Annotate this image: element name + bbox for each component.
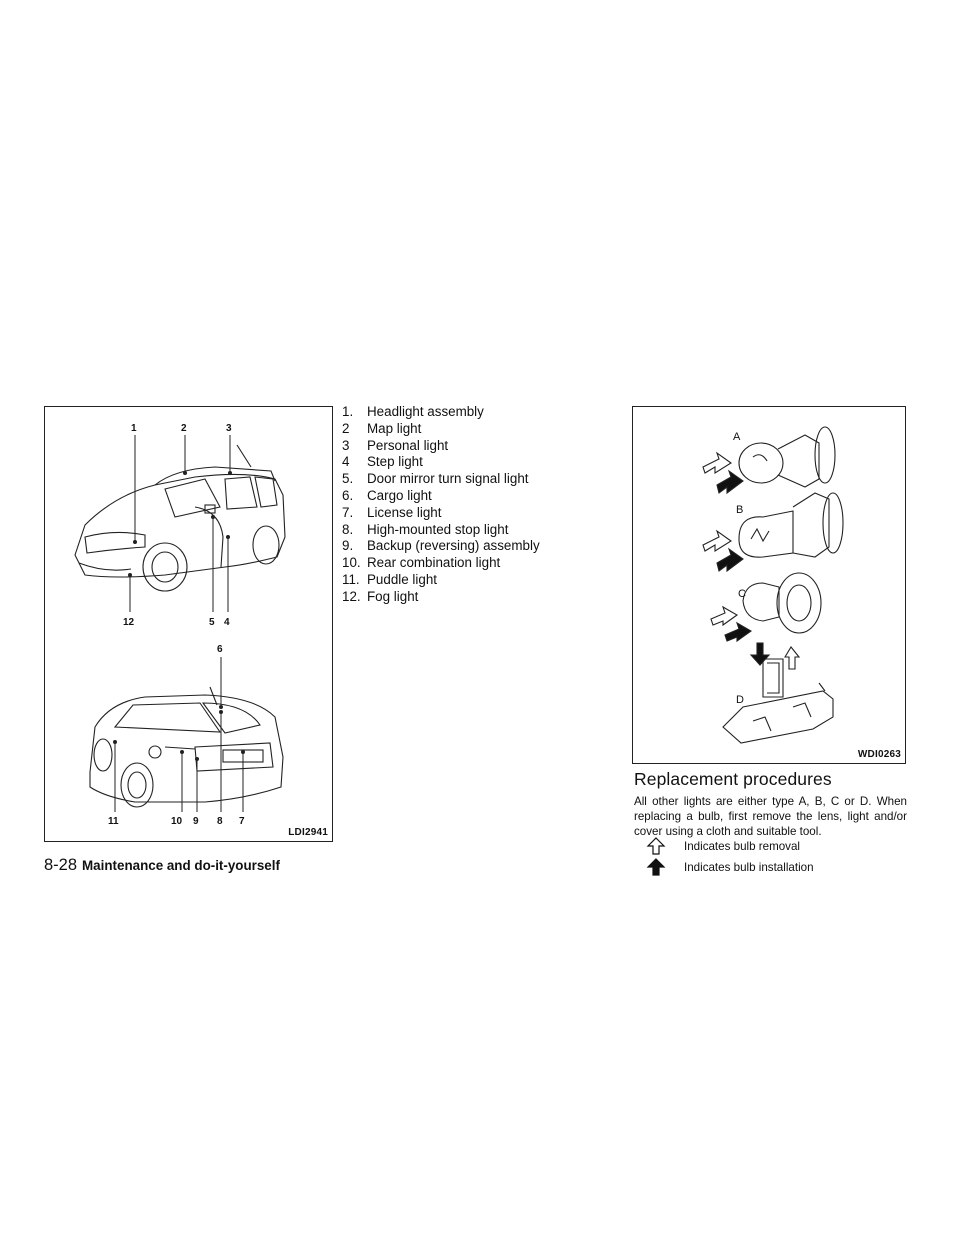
callout-3: 3 bbox=[226, 423, 232, 434]
callout-6: 6 bbox=[217, 644, 223, 655]
callout-8: 8 bbox=[217, 816, 223, 827]
callout-9: 9 bbox=[193, 816, 199, 827]
list-item: 5.Door mirror turn signal light bbox=[342, 471, 529, 487]
figure-code: WDI0263 bbox=[857, 749, 901, 760]
list-item: 1.Headlight assembly bbox=[342, 404, 484, 419]
install-legend-row: Indicates bulb installation bbox=[646, 857, 814, 877]
bulb-type-c-label: C bbox=[738, 588, 746, 600]
callout-1: 1 bbox=[131, 423, 137, 434]
list-item: 7.License light bbox=[342, 504, 442, 520]
vehicle-illustration: 1 2 3 12 5 4 6 11 10 9 8 7 bbox=[74, 423, 286, 827]
list-item: 12.Fog light bbox=[342, 588, 419, 604]
list-item: 8.High-mounted stop light bbox=[342, 521, 509, 537]
callout-11: 11 bbox=[108, 816, 119, 827]
callout-7: 7 bbox=[239, 816, 245, 827]
outline-up-arrow-icon bbox=[646, 837, 666, 855]
list-item: 11.Puddle light bbox=[342, 571, 437, 587]
bulb-types-figure: A B C D WDI0263 bbox=[632, 406, 906, 764]
section-body: All other lights are either type A, B, C… bbox=[634, 795, 907, 838]
light-location-figure: 1 2 3 12 5 4 6 11 10 9 8 7 LDI2941 bbox=[44, 406, 333, 842]
callout-4: 4 bbox=[224, 617, 230, 628]
page-number: 8-28 bbox=[44, 856, 78, 874]
bulb-illustration: A B C D bbox=[702, 426, 844, 744]
bulb-type-b-label: B bbox=[736, 504, 743, 516]
callout-10: 10 bbox=[171, 816, 183, 827]
figure-code: LDI2941 bbox=[288, 827, 328, 838]
footer-section-name: Maintenance and do-it-yourself bbox=[82, 858, 280, 873]
bulb-type-a-label: A bbox=[733, 431, 741, 443]
list-item: 6.Cargo light bbox=[342, 487, 432, 503]
page-footer: 8-28 Maintenance and do-it-yourself bbox=[44, 856, 280, 875]
removal-label: Indicates bulb removal bbox=[684, 839, 800, 853]
list-item: 10.Rear combination light bbox=[342, 555, 501, 571]
section-heading: Replacement procedures bbox=[634, 769, 832, 789]
callout-2: 2 bbox=[181, 423, 187, 434]
bulb-type-d-label: D bbox=[736, 694, 744, 706]
filled-up-arrow-icon bbox=[646, 858, 666, 876]
callout-12: 12 bbox=[123, 617, 135, 628]
list-item: 9.Backup (reversing) assembly bbox=[342, 538, 540, 554]
removal-legend-row: Indicates bulb removal bbox=[646, 836, 800, 856]
callout-5: 5 bbox=[209, 617, 215, 628]
install-label: Indicates bulb installation bbox=[684, 860, 814, 874]
